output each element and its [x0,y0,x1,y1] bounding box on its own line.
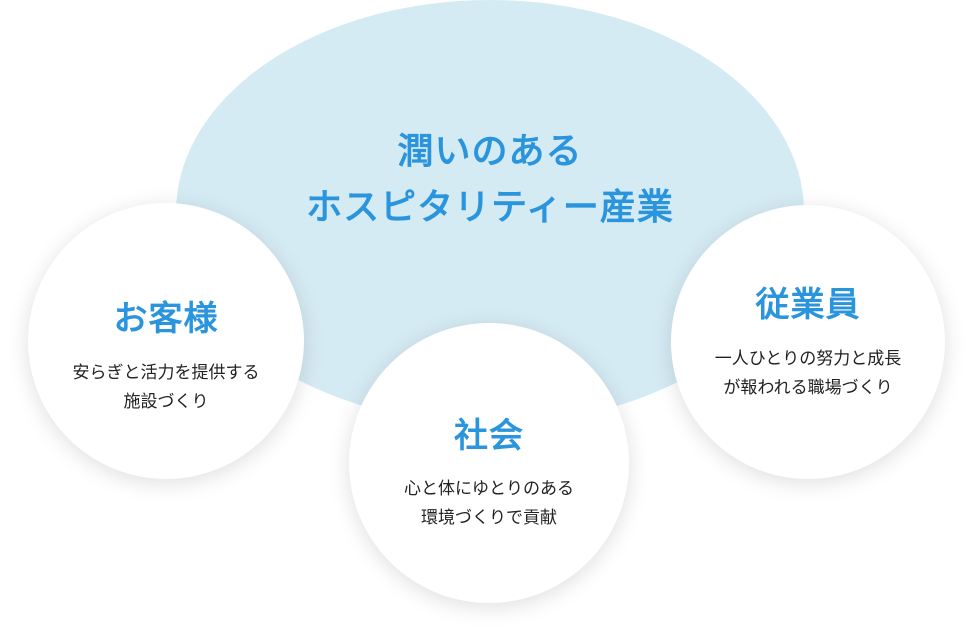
main-title-line2: ホスピタリティー産業 [306,187,674,228]
circle-customers-title: お客様 [113,299,219,339]
main-title-line1: 潤いのある [397,131,583,172]
circle-customers-description: 安らぎと活力を提供する 施設づくり [28,359,304,417]
main-title: 潤いのある ホスピタリティー産業 [176,124,804,236]
circle-employees-title: 従業員 [755,285,861,325]
circle-society-desc-line1: 心と体にゆとりのある [404,479,574,499]
circle-employees: 従業員 一人ひとりの努力と成長 が報われる職場づくり [671,205,945,479]
circle-society: 社会 心と体にゆとりのある 環境づくりで貢献 [349,323,629,603]
circle-employees-desc-line1: 一人ひとりの努力と成長 [714,349,902,369]
circle-society-title: 社会 [454,416,524,456]
circle-society-desc-line2: 環境づくりで貢献 [421,508,557,528]
circle-employees-description: 一人ひとりの努力と成長 が報われる職場づくり [671,345,945,403]
circle-customers-desc-line1: 安らぎと活力を提供する [72,363,260,383]
circle-employees-desc-line2: が報われる職場づくり [723,378,893,398]
circle-society-description: 心と体にゆとりのある 環境づくりで貢献 [349,475,629,533]
circle-customers-desc-line2: 施設づくり [123,392,209,412]
circle-customers: お客様 安らぎと活力を提供する 施設づくり [28,203,304,479]
